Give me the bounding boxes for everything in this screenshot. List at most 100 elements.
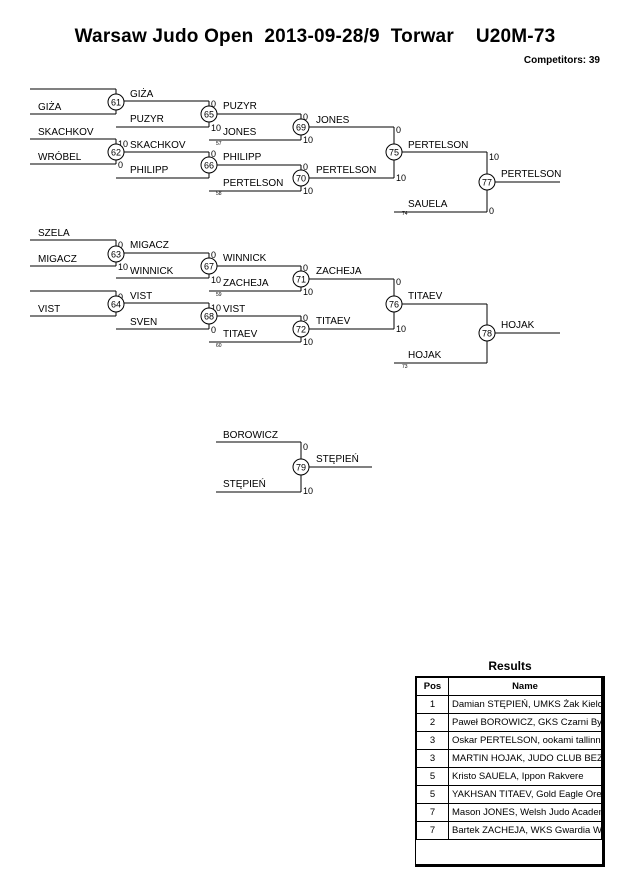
match-number: 62 xyxy=(111,148,121,158)
match-score: 10 xyxy=(303,486,313,496)
competitor-name: SAUELA xyxy=(408,199,448,210)
match-circle xyxy=(200,307,218,325)
competitor-name: GIŻA xyxy=(130,87,154,100)
match-number-badge: 66 xyxy=(200,156,218,174)
match-score: 0 xyxy=(303,263,308,273)
match-circle xyxy=(292,320,310,338)
match-score: 0 xyxy=(211,250,216,260)
match-circle xyxy=(478,173,496,191)
match-score: 0 xyxy=(303,442,308,452)
match-number: 70 xyxy=(296,174,306,184)
small-mark: 58 xyxy=(216,191,222,197)
match-circle xyxy=(107,93,125,111)
match-number: 77 xyxy=(482,178,492,188)
small-mark: 59 xyxy=(216,292,222,298)
competitor-name: JONES xyxy=(223,127,257,138)
match-number-badge: 65 xyxy=(200,105,218,123)
match-score: 10 xyxy=(118,139,128,149)
competitor-name: JONES xyxy=(316,115,350,126)
result-name: Paweł BOROWICZ, GKS Czarni Bytom xyxy=(448,713,602,732)
match-number-badge: 62 xyxy=(107,143,125,161)
competitor-name: MIGACZ xyxy=(38,254,77,265)
match-circle xyxy=(107,245,125,263)
competitor-name: BOROWICZ xyxy=(223,430,278,441)
match-number: 68 xyxy=(204,312,214,322)
competitor-name: GIŻA xyxy=(38,100,62,113)
competitor-name: VIST xyxy=(38,304,60,315)
match-score: 0 xyxy=(118,160,123,170)
match-score: 10 xyxy=(303,135,313,145)
competitor-name: SVEN xyxy=(130,317,157,328)
match-score: 10 xyxy=(303,186,313,196)
result-name: Bartek ZACHEJA, WKS Gwardia Warszawa xyxy=(448,821,602,840)
match-number-badge: 68 xyxy=(200,307,218,325)
small-mark: 60 xyxy=(216,343,222,349)
result-name: Kristo SAUELA, Ippon Rakvere xyxy=(448,767,602,786)
match-circle xyxy=(292,270,310,288)
small-mark: 74 xyxy=(402,211,408,217)
competitor-name: PERTELSON xyxy=(223,178,283,189)
competitor-name: PUZYR xyxy=(130,114,164,125)
competitor-name: SKACHKOV xyxy=(130,140,186,151)
result-pos: 1 xyxy=(416,695,449,714)
match-number: 79 xyxy=(296,463,306,473)
competitor-name: SZELA xyxy=(38,228,70,239)
match-number-badge: 61 xyxy=(107,93,125,111)
match-number: 63 xyxy=(111,250,121,260)
bracket-diagram: GIŻASKACHKOVWRÓBELSZELAMIGACZVISTGIŻAPUZ… xyxy=(30,87,561,496)
match-number-badge: 75 xyxy=(385,143,403,161)
page-title: Warsaw Judo Open 2013-09-28/9 Torwar U20… xyxy=(74,26,556,47)
competitor-name: ZACHEJA xyxy=(223,278,269,289)
match-circle xyxy=(292,118,310,136)
match-score: 10 xyxy=(211,303,221,313)
match-number: 69 xyxy=(296,123,306,133)
result-name: YAKHSAN TITAEV, Gold Eagle Ore xyxy=(448,785,602,804)
match-circle xyxy=(107,143,125,161)
match-score: 0 xyxy=(396,277,401,287)
match-score: 0 xyxy=(303,162,308,172)
match-circle xyxy=(292,169,310,187)
competitor-name: VIST xyxy=(223,304,245,315)
results-header-row: Pos Name xyxy=(416,677,602,696)
competitor-name: PERTELSON xyxy=(501,169,561,180)
competitor-name: PHILIPP xyxy=(223,152,262,163)
result-pos: 5 xyxy=(416,767,449,786)
match-circle xyxy=(107,295,125,313)
match-number-badge: 71 xyxy=(292,270,310,288)
match-circle xyxy=(200,105,218,123)
match-number-badge: 69 xyxy=(292,118,310,136)
match-score: 10 xyxy=(303,287,313,297)
match-number: 66 xyxy=(204,161,214,171)
result-pos: 5 xyxy=(416,785,449,804)
competitor-name: TITAEV xyxy=(316,316,351,327)
results-title: Results xyxy=(488,659,532,673)
match-number: 65 xyxy=(204,110,214,120)
match-number-badge: 78 xyxy=(478,324,496,342)
match-number: 72 xyxy=(296,325,306,335)
match-circle xyxy=(200,156,218,174)
result-name: Mason JONES, Welsh Judo Academy xyxy=(448,803,602,822)
competitor-name: WINNICK xyxy=(130,266,174,277)
match-score: 0 xyxy=(396,125,401,135)
match-number-badge: 77 xyxy=(478,173,496,191)
result-pos: 3 xyxy=(416,731,449,750)
match-number-badge: 72 xyxy=(292,320,310,338)
match-score: 0 xyxy=(118,240,123,250)
match-score: 10 xyxy=(211,123,221,133)
match-number-badge: 67 xyxy=(200,257,218,275)
competitor-name: ZACHEJA xyxy=(316,266,362,277)
match-score: 10 xyxy=(489,152,499,162)
bracket-names: GIŻASKACHKOVWRÓBELSZELAMIGACZVISTGIŻAPUZ… xyxy=(38,87,561,490)
match-number: 64 xyxy=(111,300,121,310)
competitor-name: WINNICK xyxy=(223,253,267,264)
small-mark: 57 xyxy=(216,141,222,147)
match-circle xyxy=(478,324,496,342)
